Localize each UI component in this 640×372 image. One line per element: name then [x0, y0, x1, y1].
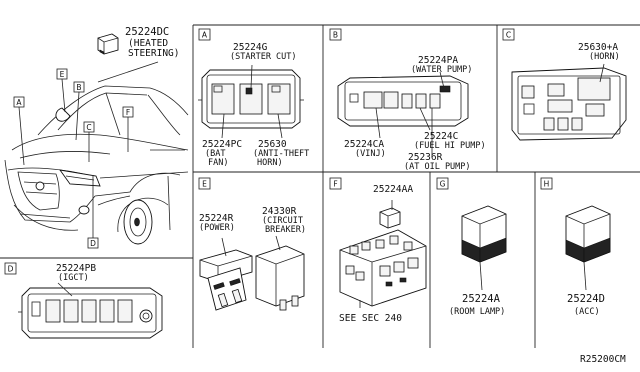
panelB-top-desc: (WATER PUMP): [411, 65, 472, 75]
svg-text:C: C: [86, 123, 91, 132]
panel-E-circuit-breaker: [255, 235, 305, 311]
panelD-desc: (IGCT): [58, 273, 89, 283]
panel-label-E: E: [198, 177, 211, 190]
panel-label-G: G: [436, 177, 449, 190]
svg-text:D: D: [8, 265, 14, 274]
svg-text:F: F: [126, 108, 130, 117]
heated-desc-1: (HEATED: [128, 38, 168, 49]
panelB-r-desc: (AT OIL PUMP): [404, 162, 471, 172]
panelE-right-part: 24330R: [262, 206, 297, 217]
callout-car-A: A: [13, 96, 25, 166]
panelH-part: 25224D: [567, 293, 605, 305]
panelA-top-desc: (STARTER CUT): [230, 52, 297, 62]
panelA-right-desc-1: (ANTI-THEFT: [253, 149, 309, 159]
callout-car-C: C: [83, 121, 95, 162]
panel-C-relay-block: [511, 63, 627, 141]
panel-H-acc-relay: [565, 205, 611, 291]
panelE-right-desc-1: (CIRCUIT: [262, 216, 303, 226]
heated-steering-relay: 25224DC (HEATED STEERING): [97, 26, 179, 59]
panelE-right-desc-2: BREAKER): [265, 225, 306, 235]
panelE-left-desc: (POWER): [199, 223, 235, 233]
svg-text:B: B: [333, 31, 338, 40]
svg-text:A: A: [202, 31, 208, 40]
svg-text:E: E: [60, 70, 65, 79]
panelB-c-part: 25224C: [424, 131, 458, 142]
panel-A-relay-block: [198, 64, 304, 139]
callout-car-B: B: [73, 81, 85, 141]
panel-label-F: F: [329, 177, 342, 190]
panelB-r-part: 25236R: [408, 152, 443, 163]
panel-D-relay-block: [18, 282, 163, 339]
panelH-desc: (ACC): [574, 307, 600, 317]
panel-label-B: B: [329, 28, 342, 41]
panelA-right-desc-2: HORN): [257, 158, 283, 168]
panel-E-power-relay: [199, 237, 253, 311]
diagram-code: R25200CM: [580, 354, 626, 365]
panelB-ca-part: 25224CA: [344, 139, 384, 150]
svg-text:D: D: [90, 239, 96, 248]
svg-text:A: A: [16, 98, 22, 107]
panelE-left-part: 25224R: [199, 213, 234, 224]
panelA-left-desc-1: (BAT: [205, 149, 225, 159]
svg-text:C: C: [506, 31, 511, 40]
panelB-top-part: 25224PA: [418, 55, 458, 66]
panelG-part: 25224A: [462, 293, 501, 305]
vehicle-illustration: [4, 61, 189, 245]
panel-label-H: H: [540, 177, 553, 190]
heated-part-number: 25224DC: [125, 26, 169, 38]
panel-F-fuse-block: [339, 229, 427, 308]
svg-text:G: G: [440, 180, 446, 189]
panel-B-relay-block: [337, 71, 469, 155]
panelC-desc: (HORN): [589, 52, 620, 62]
svg-text:F: F: [333, 180, 337, 189]
panelA-left-desc-2: FAN): [208, 158, 228, 168]
svg-text:E: E: [202, 180, 207, 189]
panelF-part: 25224AA: [373, 184, 413, 195]
panelG-desc: (ROOM LAMP): [449, 307, 505, 317]
panelA-right-part: 25630: [258, 139, 287, 150]
panelC-part: 25630+A: [578, 42, 618, 53]
panel-label-C: C: [502, 28, 515, 41]
panelF-see-section: SEE SEC 240: [339, 313, 402, 324]
svg-text:H: H: [544, 180, 550, 189]
callout-car-D: D: [87, 175, 99, 249]
panel-G-room-lamp-relay: [461, 205, 507, 291]
panel-frames: [0, 24, 640, 348]
heated-desc-2: STEERING): [128, 48, 179, 59]
svg-text:B: B: [76, 83, 81, 92]
panelD-part: 25224PB: [56, 263, 96, 274]
panelA-top-part: 25224G: [233, 42, 268, 53]
panelB-c-desc: (FUEL HI PUMP): [414, 141, 486, 151]
panel-F-small-relay: [379, 200, 401, 229]
panelA-left-part: 25224PC: [202, 139, 242, 150]
callout-car-E: E: [56, 68, 68, 113]
callout-car-F: F: [122, 106, 134, 152]
panel-label-D: D: [4, 262, 17, 275]
panel-label-A: A: [198, 28, 211, 41]
panelB-ca-desc: (VINJ): [355, 149, 386, 159]
